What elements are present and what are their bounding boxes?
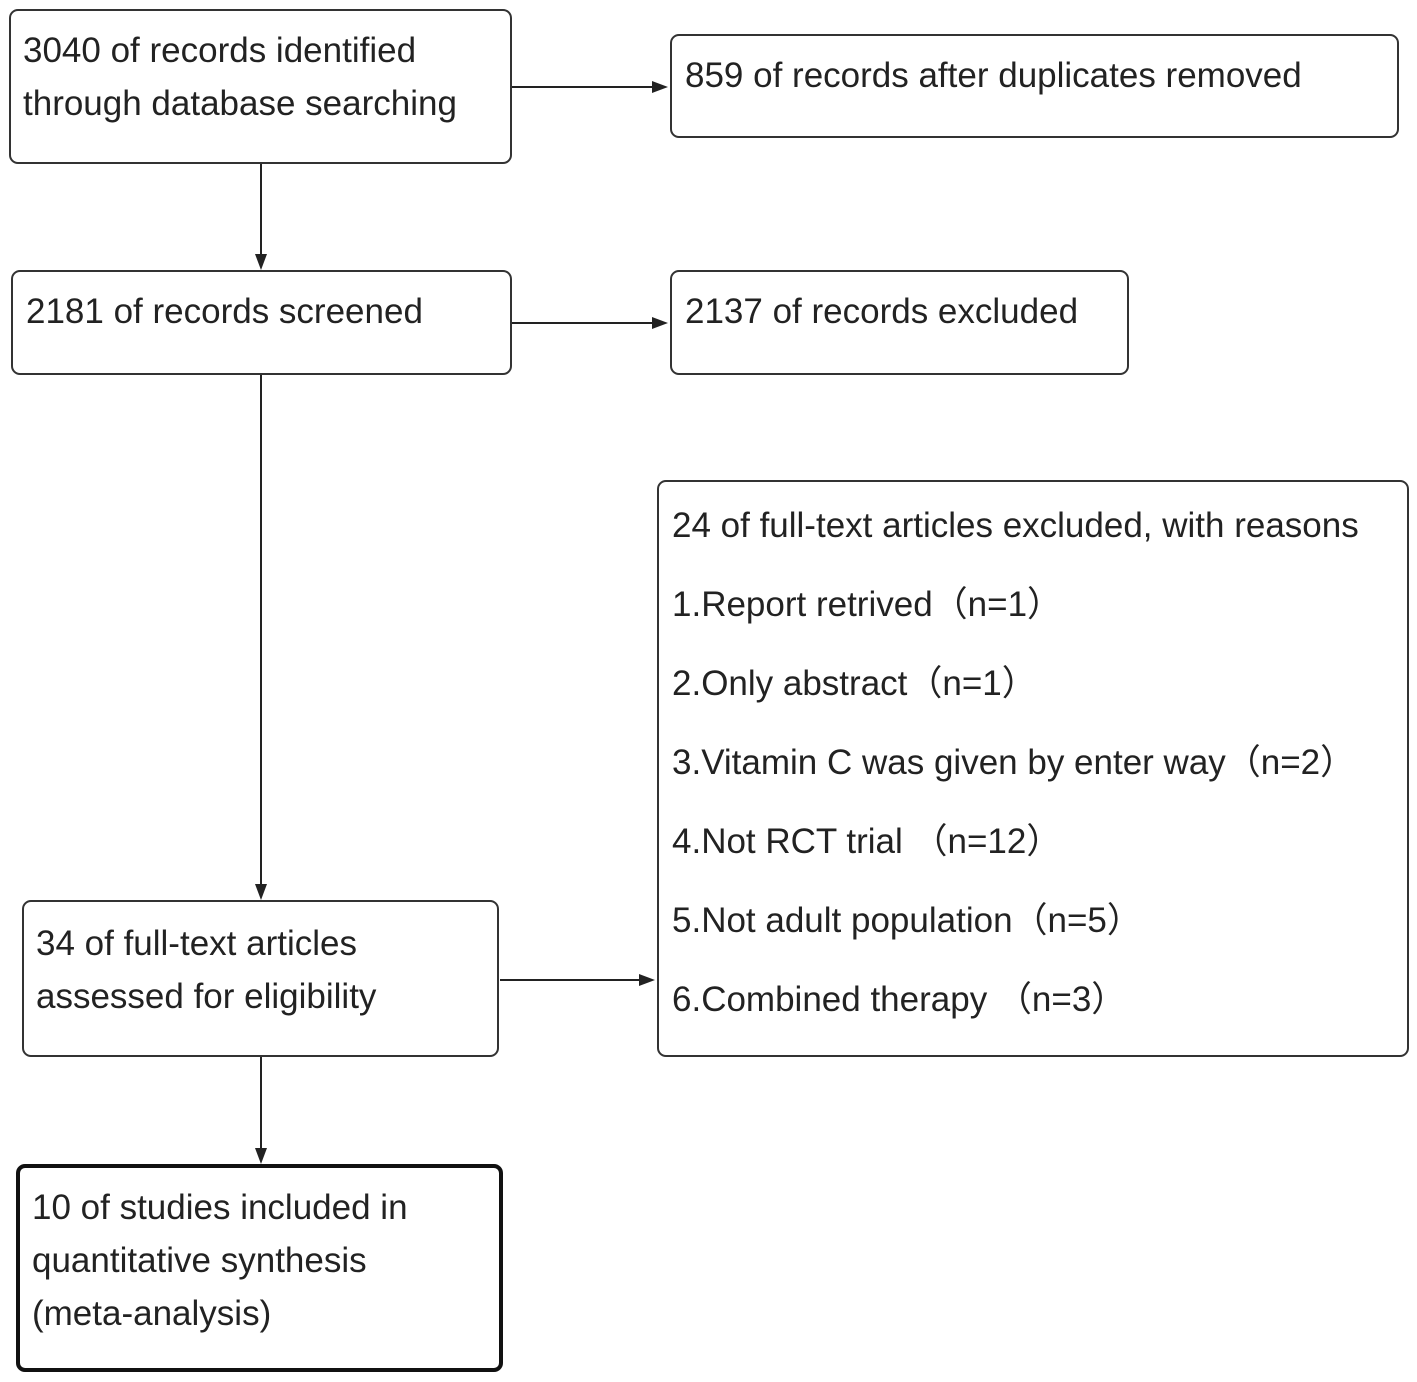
exclusion-reason-3: 3.Vitamin C was given by enter way（n=2） (672, 743, 1356, 782)
records-identified-line-1: 3040 of records identified (23, 31, 417, 70)
records-excluded-box: 2137 of records excluded (670, 270, 1129, 375)
exclusion-reason-6: 6.Combined therapy （n=3） (672, 980, 1127, 1019)
full-text-assessed-line-1: 34 of full-text articles (36, 924, 357, 963)
records-screened-line-1: 2181 of records screened (26, 292, 423, 331)
arrowhead-included (255, 1148, 267, 1164)
duplicates-removed-box: 859 of records after duplicates removed (670, 34, 1399, 138)
exclusion-reason-4: 4.Not RCT trial （n=12） (672, 822, 1062, 861)
records-excluded-line-1: 2137 of records excluded (685, 292, 1079, 331)
records-identified-line-2: through database searching (23, 84, 457, 123)
studies-included-line-1: 10 of studies included in (32, 1188, 408, 1227)
arrowhead-duplicates (652, 81, 668, 93)
exclusion-reason-1: 1.Report retrived（n=1） (672, 585, 1063, 624)
full-text-excluded-title: 24 of full-text articles excluded, with … (672, 506, 1359, 545)
duplicates-removed-line-1: 859 of records after duplicates removed (685, 56, 1302, 95)
exclusion-reason-5: 5.Not adult population（n=5） (672, 901, 1142, 940)
studies-included-line-3: (meta-analysis) (32, 1294, 272, 1333)
arrowhead-screened (255, 254, 267, 270)
arrowhead-assessed (255, 884, 267, 900)
studies-included-box: 10 of studies included in quantitative s… (16, 1164, 503, 1372)
records-identified-box: 3040 of records identified through datab… (9, 9, 512, 164)
studies-included-line-2: quantitative synthesis (32, 1241, 367, 1280)
arrowhead-fulltext-excluded (639, 974, 655, 986)
full-text-excluded-box: 24 of full-text articles excluded, with … (657, 480, 1409, 1057)
full-text-assessed-line-2: assessed for eligibility (36, 977, 377, 1016)
arrowhead-excluded (652, 317, 668, 329)
exclusion-reason-2: 2.Only abstract（n=1） (672, 664, 1037, 703)
full-text-assessed-box: 34 of full-text articles assessed for el… (22, 900, 499, 1057)
records-screened-box: 2181 of records screened (11, 270, 512, 375)
